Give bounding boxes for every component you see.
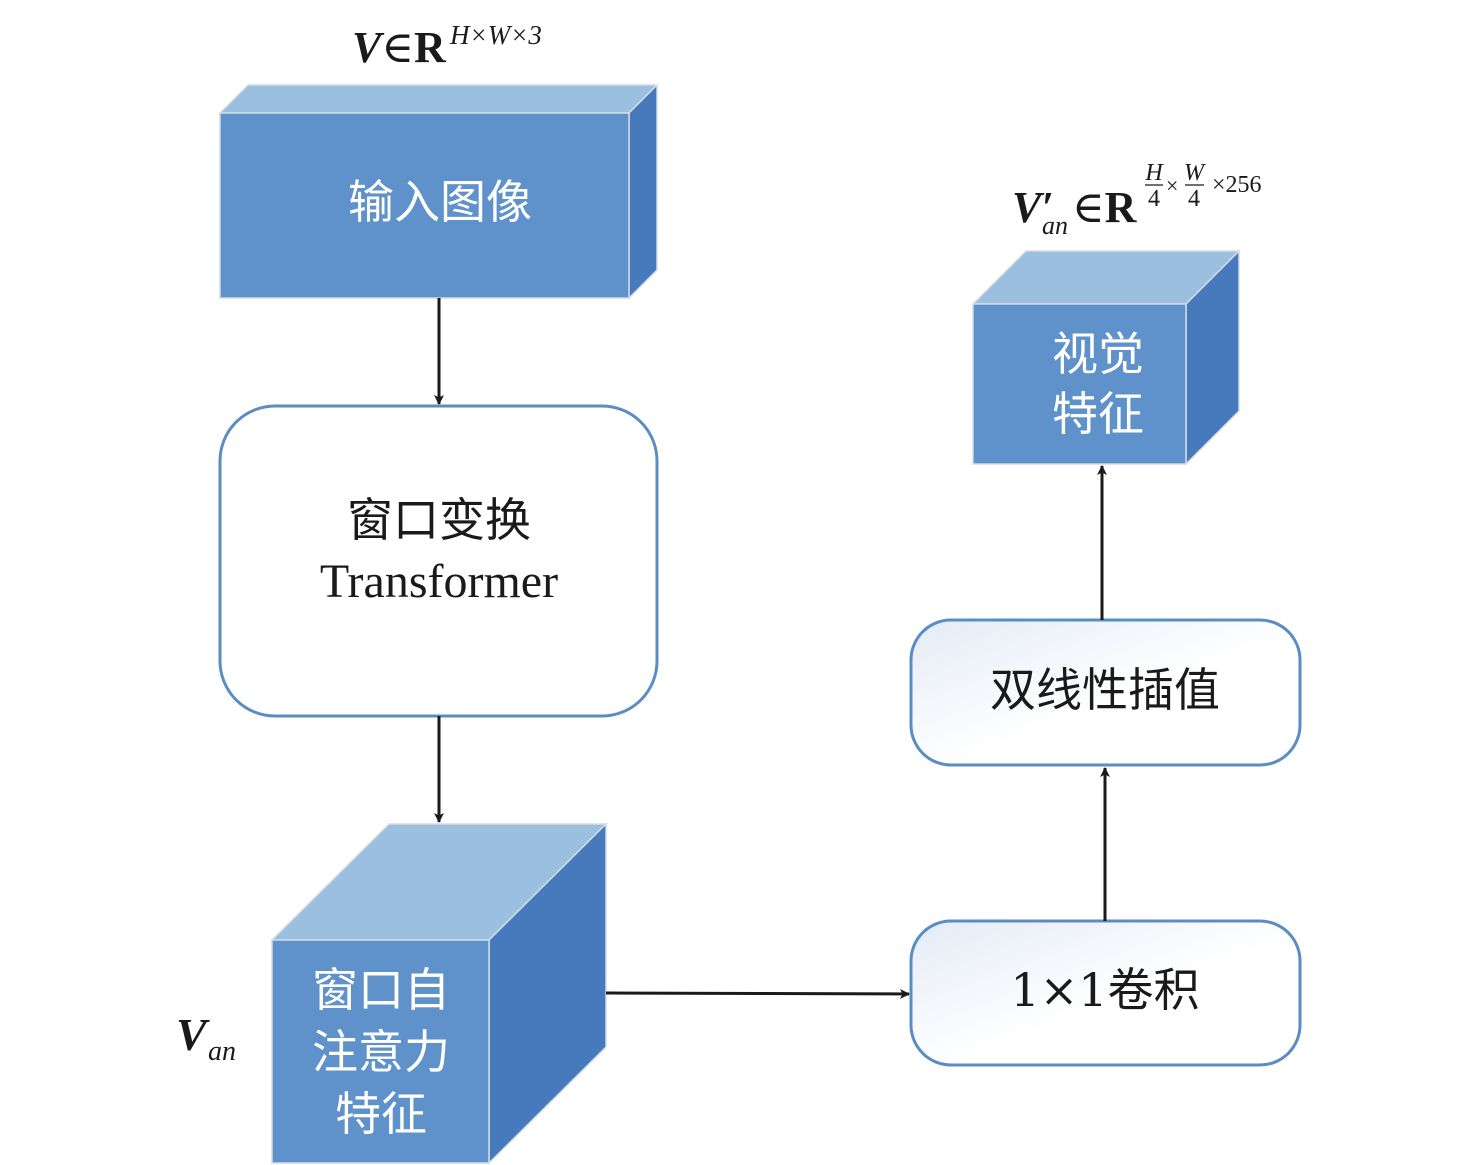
input-image-label: 输入图像 [348,175,532,229]
features-label-line2: 注意力 [312,1025,450,1079]
formula-element-of: ∈ [1072,183,1105,232]
input-image-cube[interactable]: 输入图像 [218,83,659,300]
frac1-numerator: H [1144,160,1164,186]
box-frame [909,618,1302,767]
features-label-line1: 窗口自 [312,963,450,1017]
formula-element-of: ∈ [381,23,414,72]
formula-subscript-an: an [1042,211,1068,240]
formula-tail: ×256 [1212,172,1262,198]
v-an-label: V an [176,1009,236,1067]
arrow-features-to-conv [605,988,910,999]
formula-set-r: R [1105,183,1138,232]
svg-text:∈R: ∈R [1072,183,1138,232]
bilinear-interp-box[interactable]: 双线性插值 [909,618,1302,767]
formula-superscript: H×W×3 [449,20,542,50]
cube-top-face [218,84,659,114]
input-formula: V∈R H×W×3 [352,20,542,72]
v-an-symbol: V [176,1009,210,1060]
visual-features-label-line2: 特征 [1052,387,1144,441]
svg-text:V∈R: V∈R [352,23,447,72]
window-transformer-label-en: Transformer [320,555,558,608]
window-transformer-box[interactable]: 窗口变换 Transformer [218,404,659,718]
cube-front-face [972,303,1187,465]
features-label-line3: 特征 [335,1087,427,1141]
output-formula: V′ an ∈R H 4 × W 4 ×256 [1012,160,1262,240]
formula-symbol-v-prime: V′ [1012,183,1054,232]
window-attention-features-cube[interactable]: 窗口自 注意力 特征 [270,822,608,1165]
frac1-denominator: 4 [1148,186,1160,212]
window-transformer-label-cn: 窗口变换 [347,493,531,547]
cube-side-face [628,83,658,300]
cube-front-face [219,112,630,299]
frac2-numerator: W [1184,160,1206,186]
conv-1x1-box[interactable]: 1×1卷积 [909,919,1302,1067]
formula-symbol-v: V [352,23,385,72]
v-an-subscript: an [208,1036,236,1067]
conv-1x1-label: 1×1卷积 [1010,963,1199,1017]
cube-front-face [271,939,490,1164]
frac-times: × [1166,173,1178,198]
svg-text:V′: V′ [1012,183,1054,232]
frac2-denominator: 4 [1188,186,1200,212]
visual-features-label-line1: 视觉 [1052,327,1144,381]
bilinear-interp-label: 双线性插值 [990,663,1220,717]
visual-features-cube[interactable]: 视觉 特征 [971,249,1241,466]
formula-set-r: R [414,23,447,72]
